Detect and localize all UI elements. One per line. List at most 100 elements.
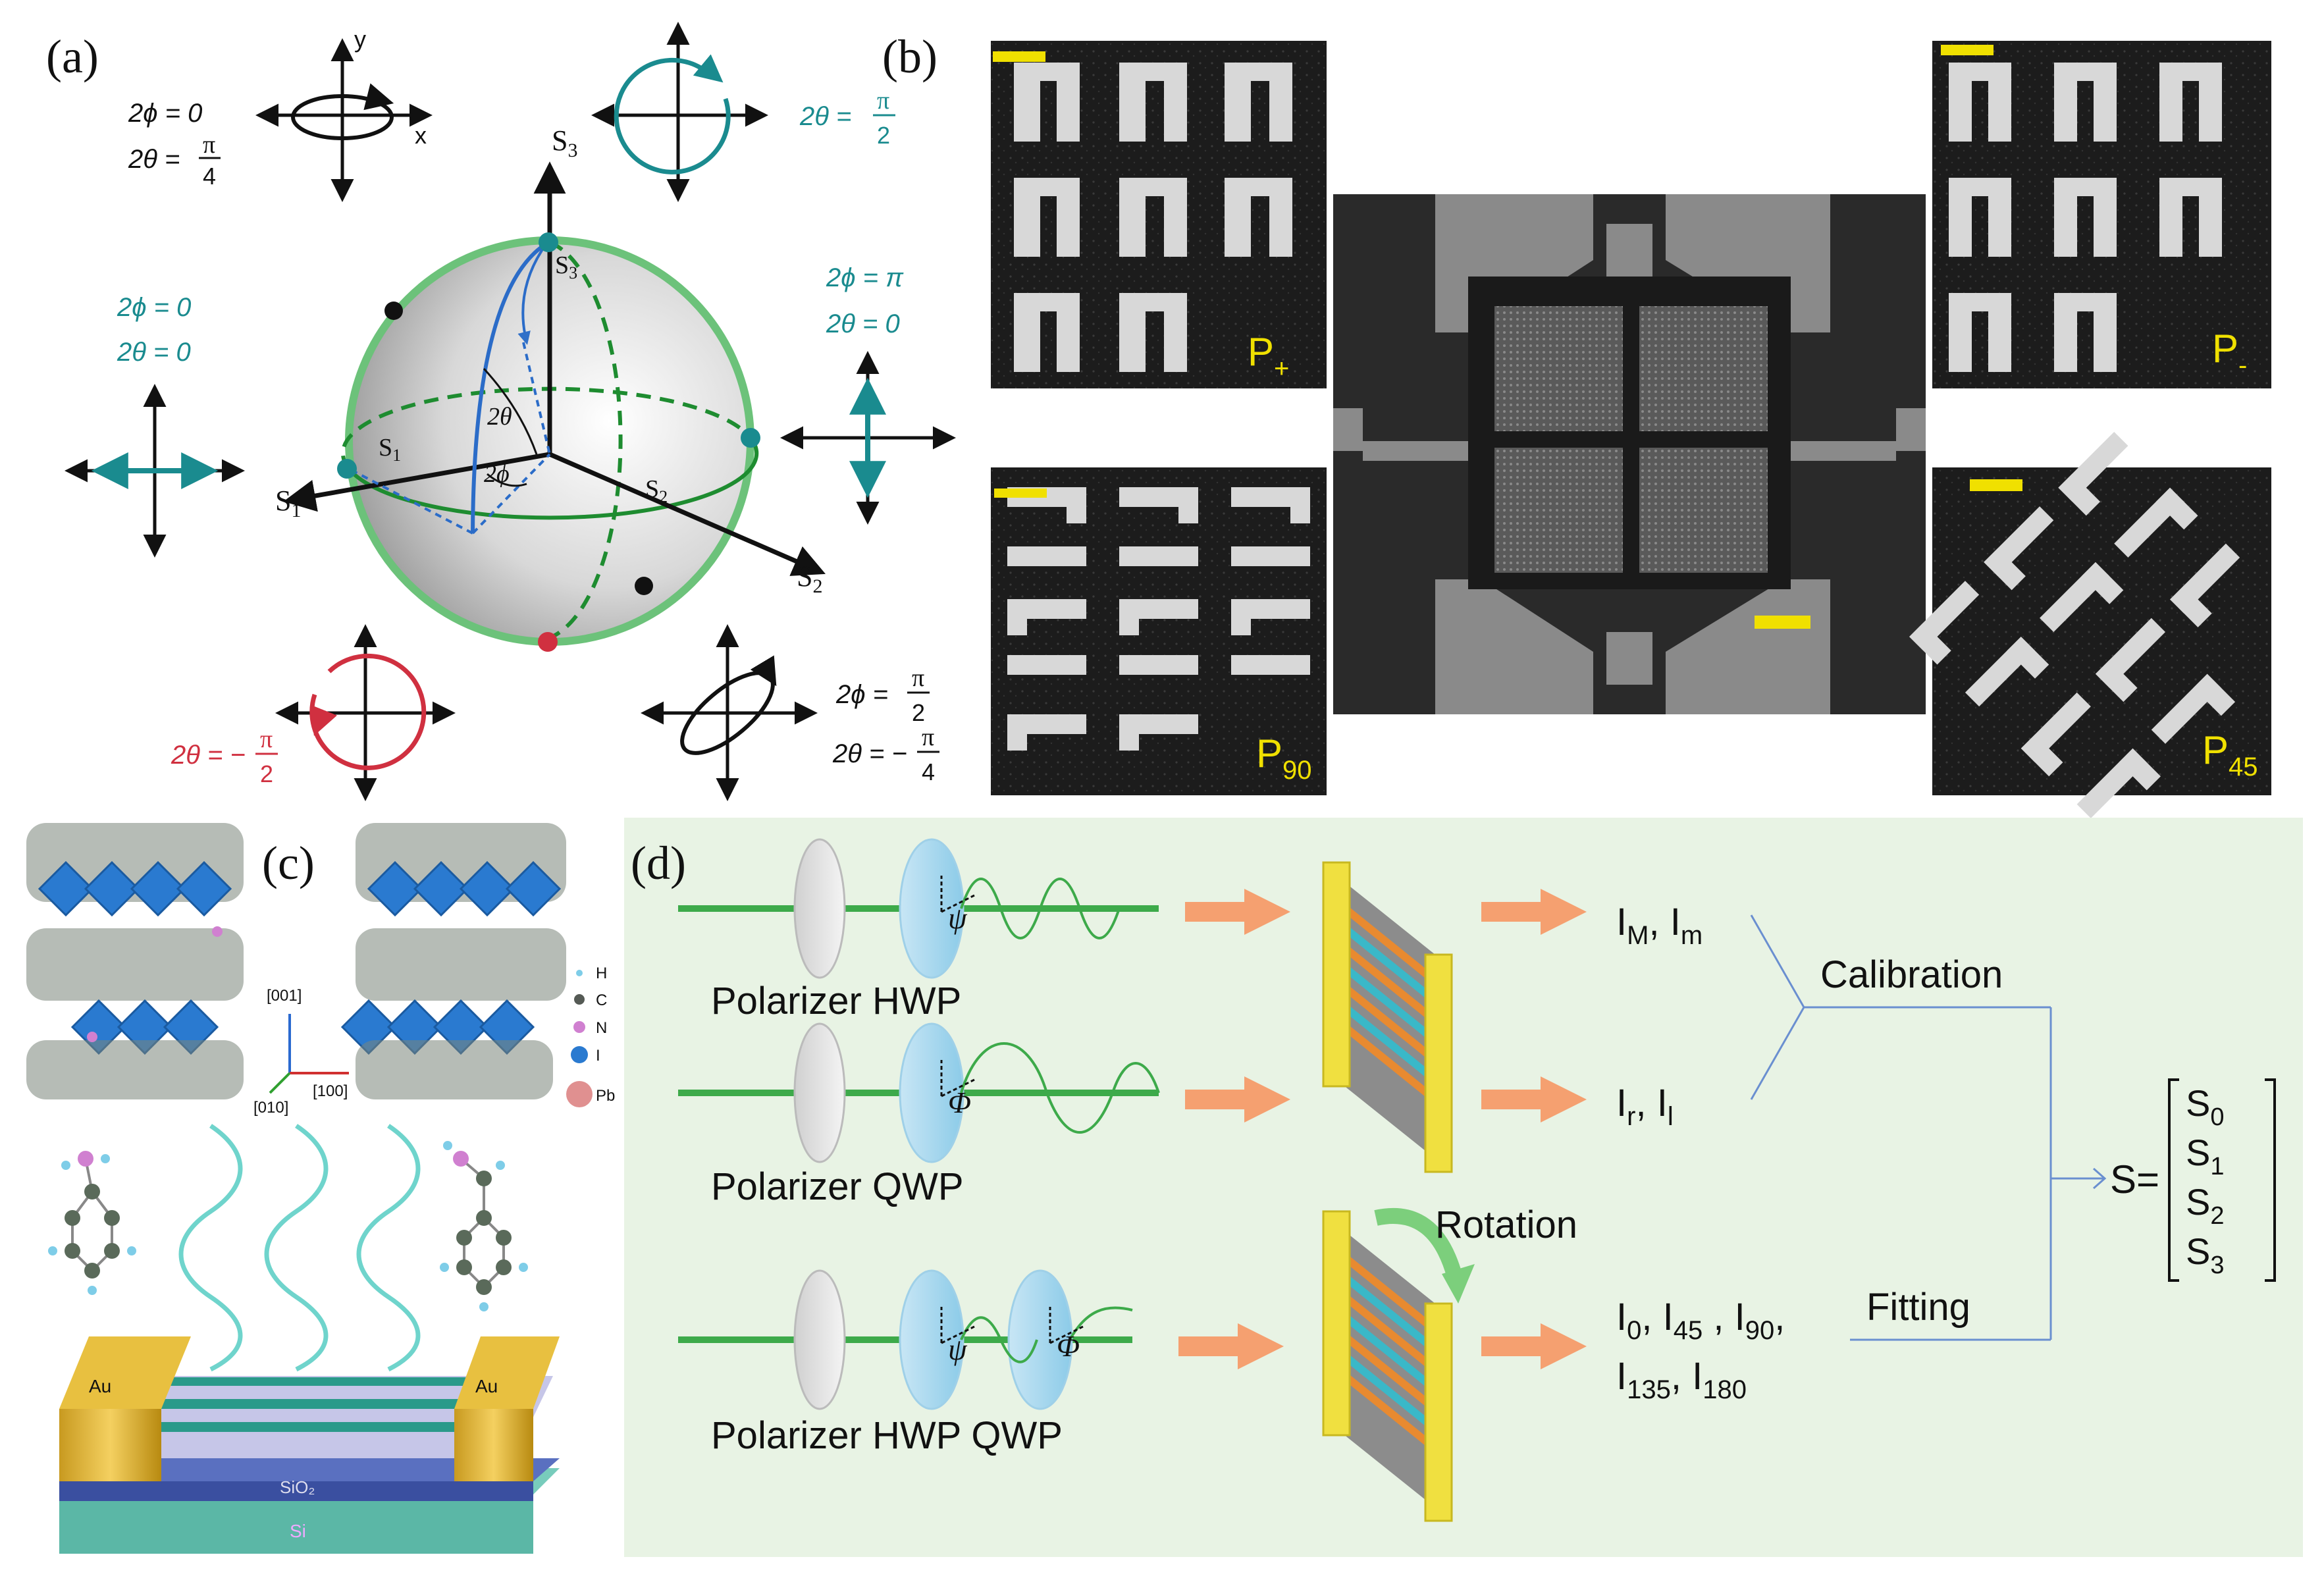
p-45-sub: 45 [2229, 752, 2258, 781]
circularly-polarized-light [178, 1124, 421, 1372]
angle-phi-label: 2ϕ [484, 460, 510, 488]
row2-out-sub-r: r [1627, 1102, 1635, 1131]
row1-optics-label: Polarizer HWP [711, 980, 961, 1022]
row3-angle-phi: Φ [1057, 1329, 1080, 1363]
s3-point-label: S [555, 251, 569, 279]
panel-c-label: (c) [262, 837, 315, 889]
crystal-structure-right [340, 823, 566, 1099]
eq-top-left-phi: 2ϕ = 0 [128, 99, 202, 128]
row2-angle: Φ [948, 1086, 971, 1119]
row3-out-i0: I [1616, 1296, 1627, 1338]
eq-top-right-num: π [877, 87, 889, 115]
panel-d: (d) ψ Polarizer HWP Φ Polarizer QWP [624, 818, 2303, 1557]
row2-out-i2: I [1657, 1082, 1668, 1124]
row3-out-i90: I [1735, 1296, 1745, 1338]
calibration-label: Calibration [1820, 953, 2003, 996]
legend-h: H [596, 964, 607, 982]
s2-axis-label: S [797, 560, 812, 593]
s3-point-sub: 3 [569, 263, 577, 282]
panel-b: (b) P+ [882, 30, 2271, 818]
svg-text:S3: S3 [555, 251, 577, 282]
svg-text:S3: S3 [552, 124, 577, 161]
axis-010-label: [010] [253, 1099, 288, 1117]
eq-top-left-num: π [203, 131, 215, 159]
p-plus-sub: + [1274, 354, 1289, 383]
flow-lines [1750, 914, 2107, 1341]
stokes-lhs: S= [2110, 1157, 2159, 1201]
s3-axis-sub: 3 [568, 140, 577, 161]
eq-bottom-left-theta: 2θ = − [171, 741, 246, 770]
sem-device-overview [1333, 194, 1926, 714]
row2-out-sub-l: l [1668, 1102, 1674, 1131]
panel-c: (c) [26, 823, 615, 1554]
svg-text:S2: S2 [2186, 1181, 2225, 1230]
row1-out-i: I [1616, 901, 1627, 943]
panel-a: (a) y x 2ϕ = 0 2θ = π 4 2θ = π 2 2ϕ = 0 [46, 22, 956, 801]
eq-bottom-left-num: π [260, 726, 273, 753]
stokes-s0: S [2186, 1082, 2210, 1124]
crystal-structure-left [26, 823, 244, 1099]
row1-optics [793, 838, 1121, 979]
legend-n: N [596, 1019, 607, 1037]
polarization-linear-ellipse-icon [255, 38, 433, 202]
atom-legend [566, 970, 593, 1107]
legend-pb: Pb [596, 1087, 615, 1105]
p-90-sub: 90 [1282, 756, 1312, 785]
svg-text:S1: S1 [2186, 1132, 2225, 1180]
eq-bottom-right-phi-num: π [912, 664, 924, 692]
axis-y-label: y [354, 26, 366, 53]
polarization-vertical-icon [780, 351, 956, 525]
row3-out-sub-45: 45 [1674, 1316, 1703, 1345]
row3-angle-psi: ψ [948, 1333, 968, 1366]
row2-out-i: I [1616, 1082, 1627, 1124]
polarization-horizontal-icon [65, 384, 245, 558]
molecule-left [48, 1151, 136, 1295]
stokes-s0-sub: 0 [2210, 1103, 2224, 1131]
row3-optics-label: Polarizer HWP QWP [711, 1414, 1063, 1457]
panel-d-label: (d) [631, 837, 686, 889]
molecule-right [440, 1141, 528, 1311]
eq-mid-left-phi: 2ϕ = 0 [117, 293, 191, 322]
p-minus-sub: - [2238, 351, 2247, 380]
crystal-axes [269, 1014, 349, 1094]
svg-text:I135, I180: I135, I180 [1616, 1355, 1747, 1404]
p-45-label: P [2202, 728, 2229, 772]
row1-out-i2: I [1670, 901, 1681, 943]
eq-mid-left-theta: 2θ = 0 [117, 338, 191, 367]
photodetector-device [59, 1336, 560, 1554]
svg-text:S3: S3 [2186, 1230, 2225, 1279]
eq-bottom-right-phi: 2ϕ = [835, 680, 888, 709]
eq-top-right-theta: 2θ = [799, 102, 851, 131]
stokes-brackets [2168, 1078, 2276, 1282]
rotation-label: Rotation [1435, 1203, 1577, 1246]
s1-axis-label: S [275, 485, 291, 517]
svg-text:S2: S2 [645, 475, 668, 506]
fitting-label: Fitting [1866, 1286, 1970, 1329]
svg-text:P45: P45 [2202, 728, 2258, 781]
p-minus-label: P [2212, 327, 2238, 371]
svg-text:S0: S0 [2186, 1082, 2225, 1131]
row3-out-sub-0: 0 [1627, 1316, 1641, 1345]
eq-bottom-right-theta-num: π [922, 724, 934, 751]
polarization-circular-teal-icon [591, 22, 768, 202]
sem-tile-p-minus [1932, 41, 2271, 388]
axis-100-label: [100] [313, 1082, 348, 1100]
svg-text:S2: S2 [797, 560, 822, 597]
eq-top-right-den: 2 [877, 122, 890, 149]
row3-out-sub-90: 90 [1745, 1316, 1775, 1345]
sem-tile-p-plus [991, 41, 1327, 388]
s2-point-sub: 2 [659, 487, 668, 506]
detector-array-bottom [1322, 1207, 1475, 1522]
p-plus-label: P [1248, 330, 1274, 374]
axis-x-label: x [415, 122, 427, 149]
row2-optics-label: Polarizer QWP [711, 1165, 964, 1208]
polarization-circular-red-icon [275, 624, 456, 801]
svg-text:S1: S1 [275, 485, 301, 521]
row3-optics [793, 1269, 1133, 1410]
eq-bottom-left-den: 2 [260, 760, 273, 787]
svg-text:S1: S1 [379, 434, 401, 465]
eq-bottom-right-theta: 2θ = − [832, 739, 907, 768]
s1-point-sub: 1 [392, 446, 401, 465]
eq-mid-right-theta: 2θ = 0 [826, 309, 900, 338]
